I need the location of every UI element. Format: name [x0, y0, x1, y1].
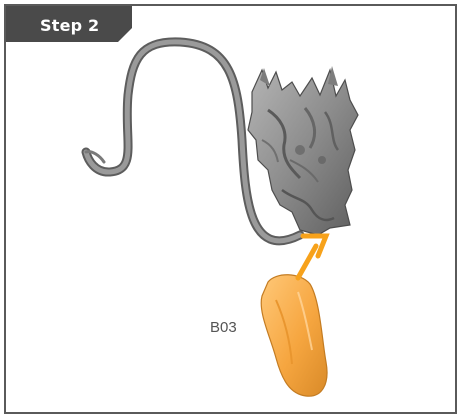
head-model	[248, 66, 358, 235]
part-b03	[261, 275, 327, 396]
part-label-b03: B03	[210, 319, 237, 336]
assembly-arrow	[298, 236, 326, 278]
